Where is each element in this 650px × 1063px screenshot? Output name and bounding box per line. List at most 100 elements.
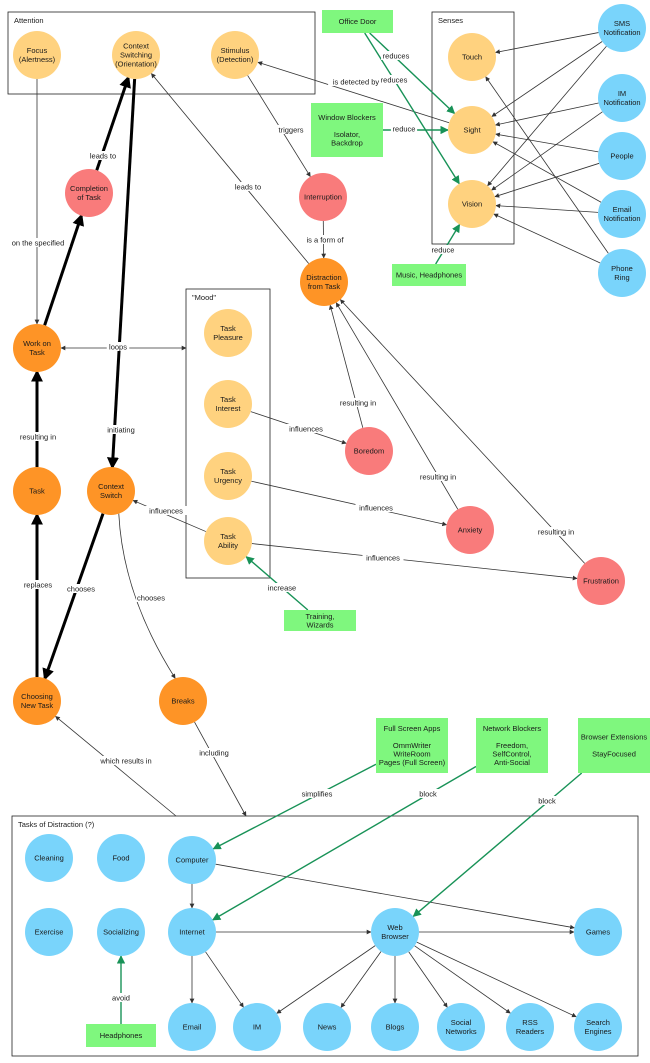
box-headphones: Headphones [86,1024,156,1047]
connector-work-completion [43,213,85,326]
edge-label-bg [296,789,338,798]
connector-web_browser-search_engines [416,941,577,1018]
connector-internet-im [205,951,244,1008]
node-circle [97,834,145,882]
edge-label-e21: including [195,748,233,758]
node-circle [574,908,622,956]
connector-sms-touch [495,32,599,54]
node-food: Food [97,834,145,882]
edge-label-e30: avoid [109,993,133,1003]
node-label: Readers [516,1027,545,1036]
node-label: Interruption [304,193,342,202]
edge-label: resulting in [420,473,456,482]
node-label: Task [220,395,236,404]
node-circle [13,324,61,372]
node-label: Ability [218,541,238,550]
edge-label: avoid [112,994,130,1003]
edge-label: reduces [381,76,408,85]
node-email: Email [168,1003,216,1051]
node-label: Networks [445,1027,477,1036]
box-label: Browser Extensions [581,733,648,742]
node-label: Exercise [35,928,64,937]
node-circle [204,517,252,565]
group-frame [11,815,639,1057]
edge-label-bg [416,789,440,798]
edge-label-e22: reduces [381,51,411,61]
edge-label-e12: influences [355,503,397,513]
connector-sms-vision [487,46,607,187]
edge-label-bg [145,506,187,515]
node-label: Stimulus [221,46,250,55]
group-frame [431,11,515,245]
group-title: Tasks of Distraction (?) [18,820,95,829]
box-network_blockers: Network BlockersFreedom,SelfControl,Anti… [476,718,548,773]
node-label: Urgency [214,476,242,485]
node-circle [168,1003,216,1051]
node-frustration: Frustration [577,557,625,605]
edge-label-e5: leads to [231,182,265,192]
node-internet: Internet [168,908,216,956]
node-circle [371,908,419,956]
node-label: IM [618,89,626,98]
node-circle [506,1003,554,1051]
edge-label: including [199,749,229,758]
node-label: Distraction [306,273,341,282]
group-senses: Senses [431,11,515,245]
node-circle [446,506,494,554]
edge-label: is detected by [333,78,380,87]
node-label: Games [586,928,610,937]
node-interruption: Interruption [299,173,347,221]
edge-frustration-distraction [339,299,585,564]
box-label: Network Blockers [483,724,542,733]
node-label: Frustration [583,577,619,586]
edge-label: triggers [278,126,303,135]
edge-label: chooses [137,594,165,603]
edge-distraction-context_orient [150,73,310,264]
edge-label-bg [136,593,166,602]
edge-label-e15: resulting in [413,472,463,482]
edge-label-e7: loops [106,342,130,352]
node-circle [345,427,393,475]
node-circle [25,834,73,882]
connector-sms-sight [491,41,603,117]
node-label: Notification [603,28,640,37]
node-label: (Orientation) [115,60,157,69]
edge-label-bg [362,553,404,562]
box-label: Music, Headphones [396,271,463,280]
edge-label-bg [285,424,327,433]
node-label: Boredom [354,447,384,456]
edge-label-bg [100,425,142,434]
node-label: Task [29,348,45,357]
node-circle [13,467,61,515]
node-circle [168,908,216,956]
edge-label: resulting in [340,399,376,408]
edge-label-e10: influences [145,506,187,516]
group-frame [185,288,271,579]
edge-label-e26: increase [265,583,299,593]
node-circle [448,33,496,81]
node-label: Socializing [103,928,139,937]
edge-label-bg [531,527,581,536]
node-label: Task [220,532,236,541]
edge-label: influences [366,554,400,563]
edge-breaks-tasks_top_mid [194,721,247,817]
edge-context_switch-breaks [118,513,176,679]
node-label: Sight [463,126,481,135]
box-label: Full Screen Apps [384,724,441,733]
edge-label-e18: chooses [66,584,96,594]
connector-web_browser-social_networks [408,951,448,1008]
edge-label-bg [274,125,308,134]
edge-label-e24: reduce [390,124,418,134]
box-label: OmmWriter [393,741,432,750]
